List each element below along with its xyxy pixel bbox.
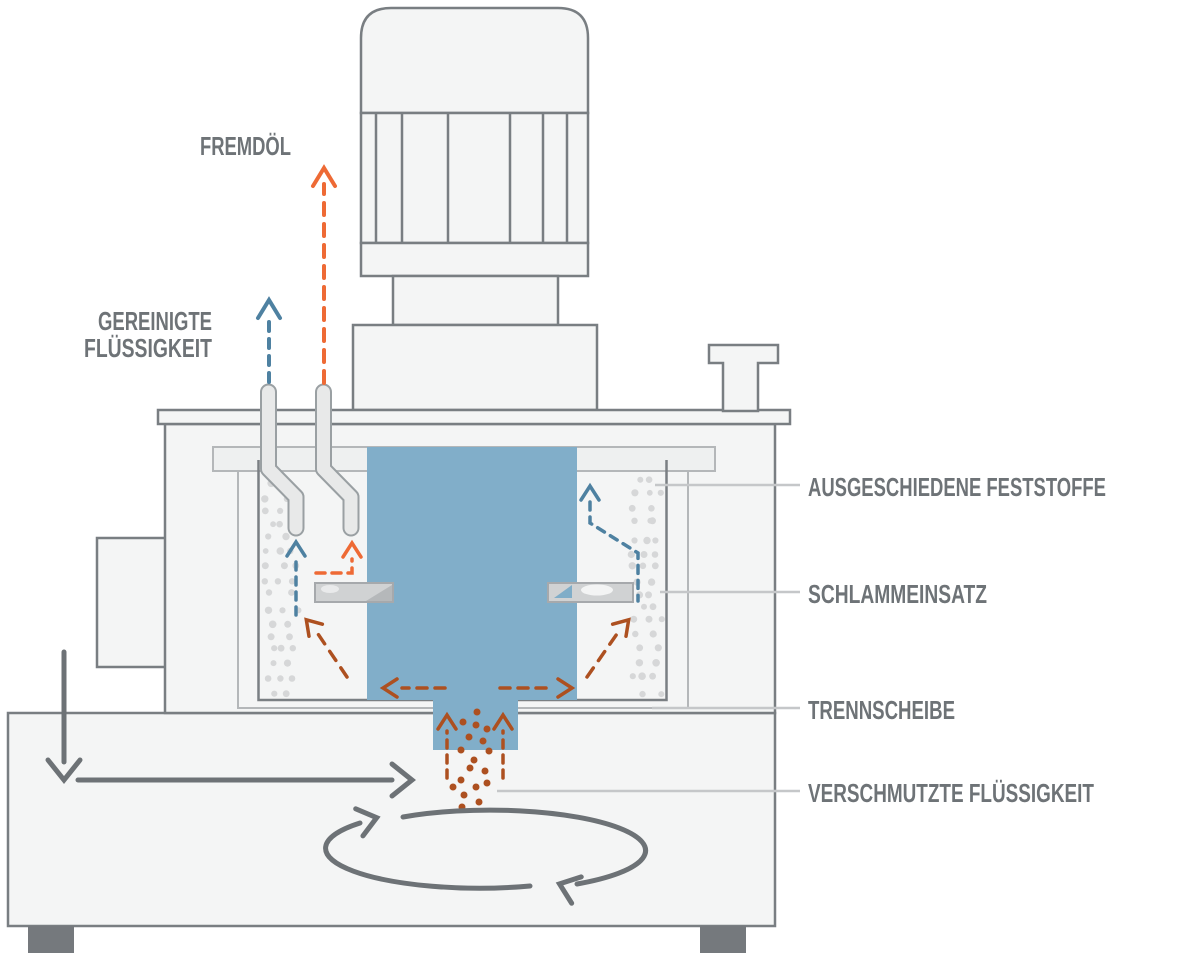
inlet-arrowhead-right (492, 711, 514, 731)
motor-fin-housing (359, 111, 590, 245)
lifting-handle (707, 343, 780, 413)
label-gereinigte-line1: GEREINIGTE (98, 306, 212, 336)
motor (351, 6, 599, 412)
rotation-arrowhead-top (353, 806, 381, 839)
motor-plate (359, 241, 590, 278)
rotation-arc-bottom (323, 820, 533, 891)
label-ausgeschiedene-feststoffe: AUSGESCHIEDENE FESTSTOFFE (808, 472, 1106, 502)
distribution-arrowhead-left (379, 677, 399, 699)
clean-liquid-arrowhead-left (285, 538, 307, 558)
solids-stipple-right (627, 476, 665, 698)
motor-base (351, 323, 599, 412)
solids-arrowhead-right (610, 617, 631, 638)
oil-pipe-fill (317, 385, 358, 535)
outlet-pipes (260, 383, 360, 537)
left-disc-highlight (321, 585, 339, 593)
left-foot (28, 926, 74, 953)
rotation-arc-top (400, 807, 649, 887)
right-disc-droplet (554, 585, 572, 598)
outlet-arrows (256, 164, 337, 385)
motor-neck (391, 274, 560, 327)
label-verschmutzte-fluessigkeit: VERSCHMUTZTE FLÜSSIGKEIT (808, 778, 1094, 808)
clean-liquid-arrowhead-right (579, 482, 601, 502)
right-disc-highlight (581, 584, 613, 596)
oil-arrowhead-left (341, 539, 363, 559)
foreign-oil-arrowhead (311, 164, 337, 188)
clean-liquid-flow-right (588, 500, 640, 603)
liquid-column (367, 447, 577, 750)
tank-lid (156, 408, 792, 426)
intake-arrow (45, 649, 417, 799)
separator-discs (314, 582, 634, 603)
inlet-arrowhead-left (436, 711, 458, 731)
intake-down-arrowhead (45, 757, 83, 785)
labels: FREMDÖL GEREINIGTE FLÜSSIGKEIT AUSGESCHI… (84, 131, 1106, 808)
label-fremdoel: FREMDÖL (200, 131, 291, 161)
base-housing (6, 711, 777, 928)
rotation-arrowhead-bottom (555, 874, 584, 906)
rotation-arrows (323, 806, 649, 906)
motor-cap (359, 6, 590, 115)
label-gereinigte-line2: FLÜSSIGKEIT (84, 333, 212, 363)
solids-flow-right (585, 629, 621, 679)
left-disc-shade (366, 585, 392, 601)
right-foot (700, 926, 746, 953)
motor-fins (374, 114, 569, 242)
clean-liquid-arrowhead (256, 296, 282, 320)
label-trennscheibe: TRENNSCHEIBE (808, 695, 955, 725)
solids-arrowhead-left (304, 617, 325, 638)
clean-liquid-pipe-fill (262, 385, 303, 535)
oil-flow-left (314, 557, 354, 575)
intake-right-arrowhead (389, 761, 417, 799)
distribution-arrowhead-right (556, 677, 576, 699)
leader-lines (497, 483, 800, 793)
label-schlammeinsatz: SCHLAMMEINSATZ (808, 579, 987, 609)
inlet-box (95, 536, 169, 669)
solids-flow-left (314, 629, 349, 679)
